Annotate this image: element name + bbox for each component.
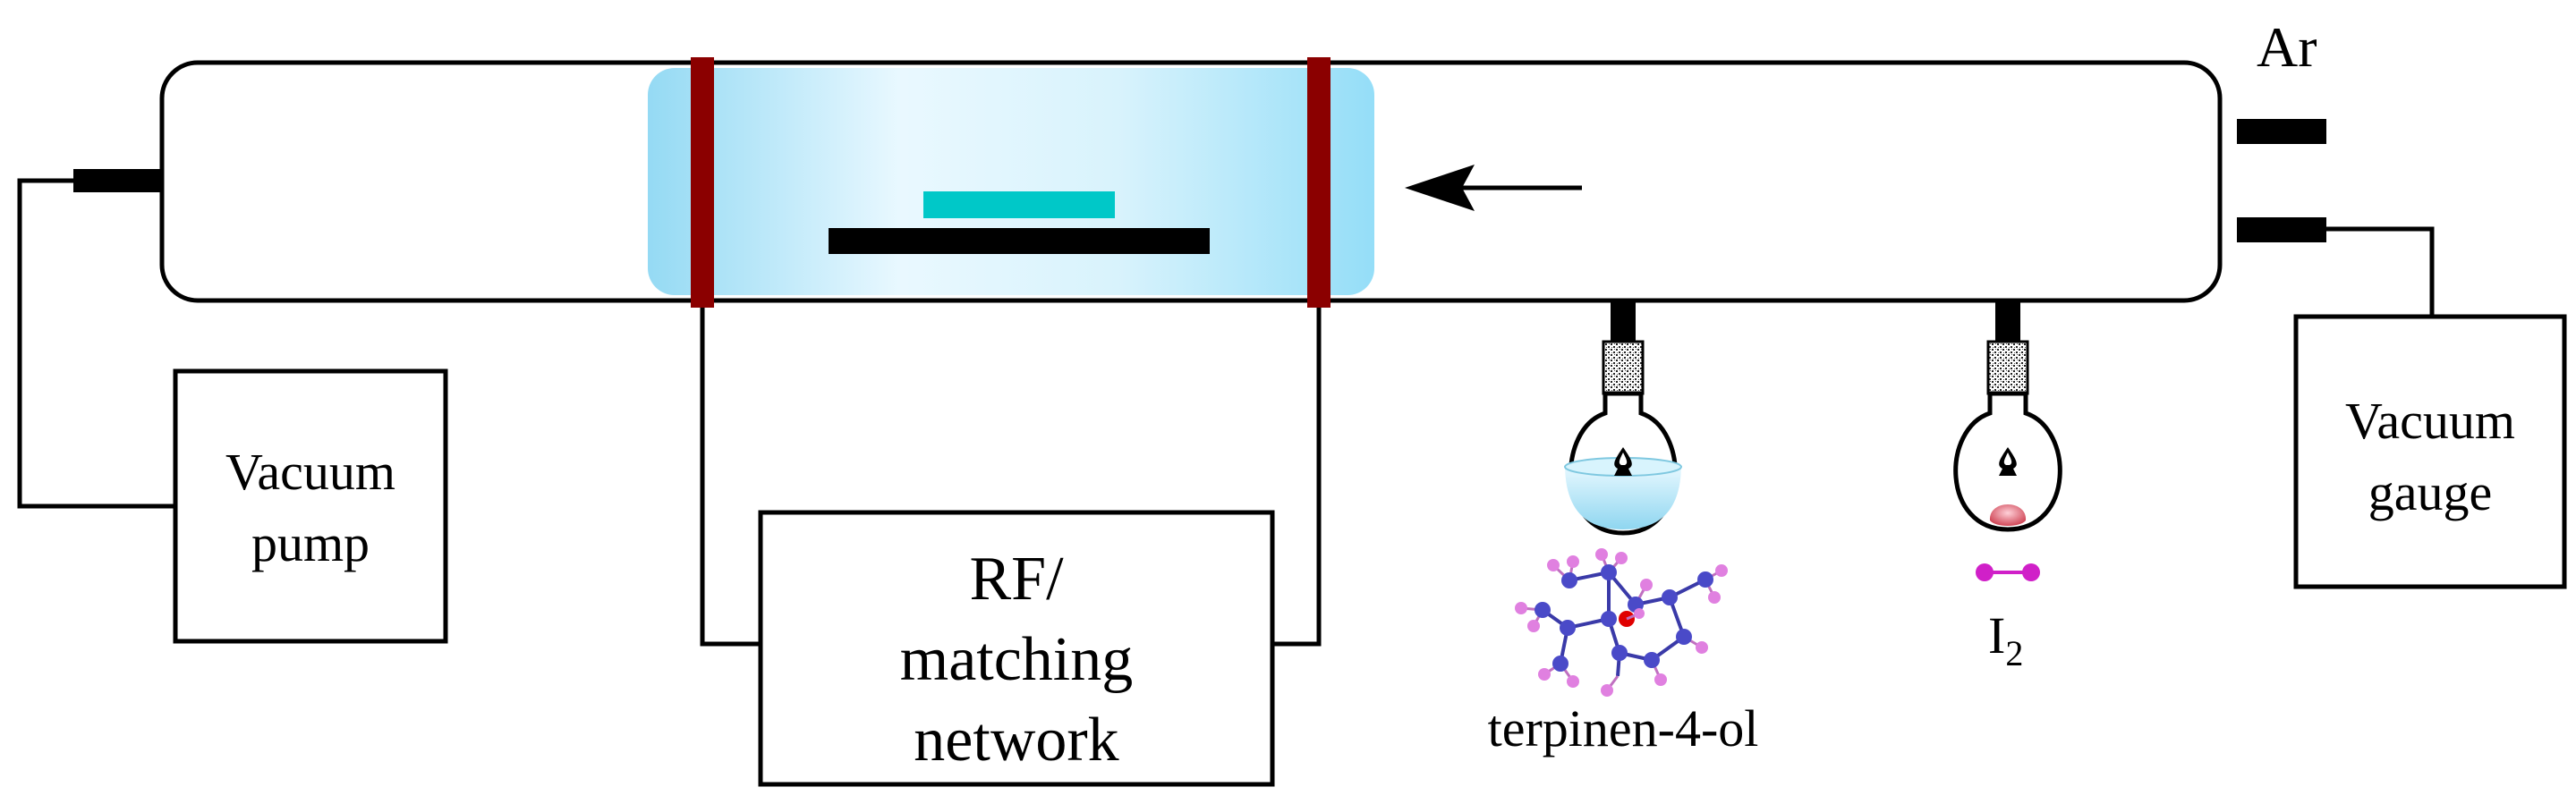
iodine-flask — [1953, 300, 2062, 532]
vacuum-gauge-label-line2: gauge — [2368, 463, 2493, 521]
left-electrode — [691, 57, 714, 308]
pump-line — [17, 178, 175, 509]
gauge-port — [2237, 217, 2326, 242]
substrate-holder — [829, 228, 1210, 254]
gauge-line — [2326, 226, 2435, 317]
rf-wire-left — [700, 308, 761, 647]
rf-label-line2: matching — [900, 625, 1133, 694]
rf-label-line3: network — [914, 706, 1118, 774]
terpinen-label: terpinen-4-ol — [1488, 699, 1759, 757]
iodine-label: I2 — [1988, 606, 2023, 673]
substrate — [923, 191, 1115, 218]
gas-flow-arrow — [1405, 165, 1582, 211]
vacuum-pump-label-line2: pump — [251, 514, 370, 572]
argon-inlet-port — [2237, 119, 2326, 144]
iodine-molecule-model — [1976, 563, 2040, 581]
vacuum-pump-box: Vacuum pump — [173, 368, 448, 644]
right-electrode — [1307, 57, 1331, 308]
vacuum-gauge-label-line1: Vacuum — [2345, 392, 2515, 450]
iodine-label-subscript: 2 — [2005, 633, 2023, 673]
iodine-label-main: I — [1988, 606, 2005, 664]
terpinen-flask — [1564, 300, 1682, 536]
terpinen-4-ol-molecule-model — [1515, 548, 1728, 697]
argon-label: Ar — [2257, 15, 2317, 79]
rf-label-line1: RF/ — [969, 545, 1064, 614]
plasma-glow-region — [648, 68, 1374, 295]
rf-matching-network-box: RF/ matching network — [758, 510, 1275, 787]
vacuum-pump-label-line1: Vacuum — [225, 443, 395, 501]
pump-port — [73, 169, 163, 192]
rf-wire-right — [1272, 308, 1322, 647]
vacuum-gauge-box: Vacuum gauge — [2293, 314, 2567, 589]
